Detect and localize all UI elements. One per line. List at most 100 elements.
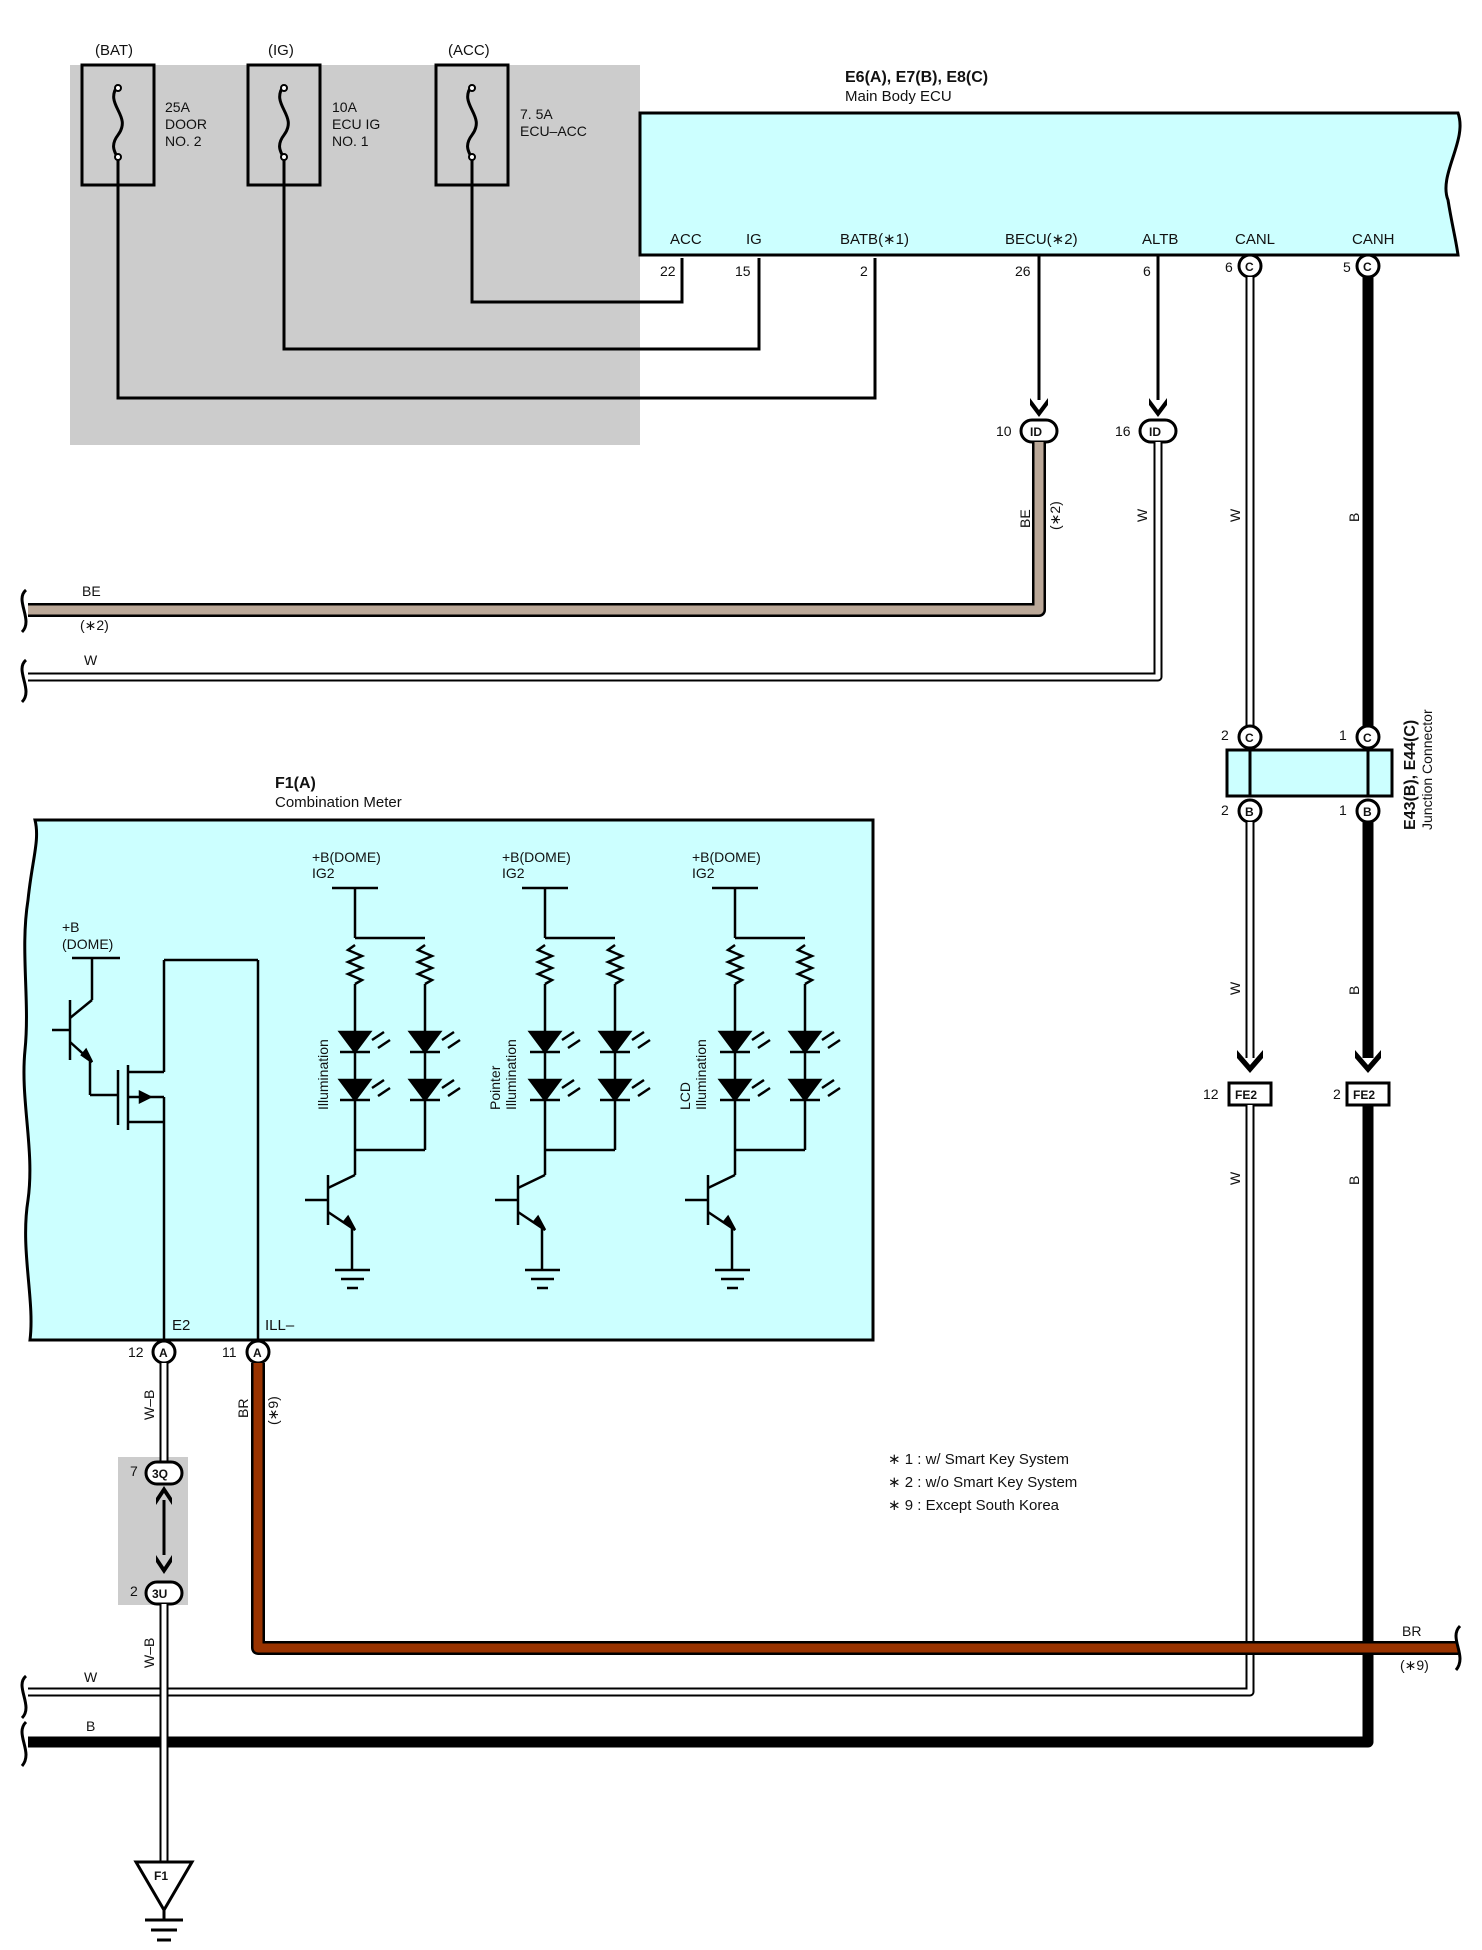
wire-color-label: W–B — [141, 1390, 157, 1420]
fuse-rating-line: DOOR — [165, 116, 207, 132]
meter-driver-circuit: +B (DOME) — [52, 919, 260, 1340]
connector-code: 3Q — [152, 1467, 168, 1481]
connector-code: C — [1245, 260, 1254, 274]
wire-color-label: B — [1346, 513, 1362, 522]
footnote: ∗ 9 : Except South Korea — [888, 1497, 1060, 1514]
terminal-pin: 5 — [1343, 259, 1351, 275]
wire-color-label: W — [1227, 1171, 1243, 1185]
circuit-supply-label: IG2 — [312, 865, 335, 881]
terminal-label: ILL– — [265, 1317, 295, 1334]
connector-pin: 7 — [130, 1463, 138, 1479]
circuit-label: Illumination — [503, 1039, 519, 1110]
meter-name: Combination Meter — [275, 794, 402, 811]
fuse-rating-line: NO. 2 — [165, 133, 202, 149]
circuit-supply-label: +B(DOME) — [692, 849, 761, 865]
connector-pin: 1 — [1339, 727, 1347, 743]
circuit-supply-label: IG2 — [692, 865, 715, 881]
terminal-pin: 12 — [128, 1344, 144, 1360]
wire-color-label: W–B — [141, 1638, 157, 1668]
wire-color-label: W — [1227, 508, 1243, 522]
footnote: ∗ 1 : w/ Smart Key System — [888, 1451, 1069, 1468]
terminal-pin: 15 — [735, 263, 751, 279]
wire-note-label: (∗2) — [1047, 501, 1063, 530]
connector-code: B — [1363, 805, 1372, 819]
ground-code: F1 — [154, 1869, 168, 1883]
illumination-circuit-2: +B(DOME) IG2 Pointer Illumination — [487, 849, 651, 1290]
terminal-pin: 6 — [1143, 263, 1151, 279]
terminal-label: BATB(∗1) — [840, 231, 909, 248]
terminal-pin: 11 — [222, 1344, 237, 1360]
id-connector-10: 10 ID — [996, 418, 1059, 444]
terminal-label: ALTB — [1142, 231, 1178, 248]
wire-color-label: BR — [235, 1399, 251, 1418]
fuse-source-label: (ACC) — [448, 42, 490, 59]
main-ecu-terminals: ACC IG BATB(∗1) BECU(∗2) ALTB CANL CANH … — [660, 231, 1395, 279]
wire-color-label: BE — [1017, 509, 1033, 528]
meter-supply-label: +B — [62, 919, 80, 935]
main-ecu-box — [638, 111, 1462, 257]
main-ecu-name: Main Body ECU — [845, 88, 952, 105]
circuit-supply-label: IG2 — [502, 865, 525, 881]
connector-pin: 2 — [1221, 727, 1229, 743]
wire-bat-to-batb — [116, 160, 877, 400]
wire-color-label: B — [1346, 1176, 1362, 1185]
wire-note-label: (∗2) — [80, 617, 109, 633]
connector-pin: 16 — [1115, 423, 1131, 439]
main-ecu-code: E6(A), E7(B), E8(C) — [845, 69, 988, 86]
ecu-can-connectors: C C — [1237, 253, 1381, 279]
junction-connector: 2 C 1 C 2 B 1 B E43(B), E44(C) Junction … — [1221, 709, 1435, 830]
fuse-rating-line: 10A — [332, 99, 358, 115]
connector-pin: 10 — [996, 423, 1012, 439]
circuit-label: LCD — [677, 1082, 693, 1110]
wire-b-bottom-run — [28, 1105, 1374, 1748]
illumination-circuit-1: +B(DOME) IG2 Illumination — [305, 849, 461, 1290]
terminal-label: CANL — [1235, 231, 1275, 248]
wire-w-from-altb — [28, 442, 1163, 682]
terminal-label: ACC — [670, 231, 702, 248]
terminal-pin: 6 — [1225, 259, 1233, 275]
connector-code: ID — [1030, 425, 1042, 439]
wire-be — [28, 442, 1046, 617]
circuit-supply-label: +B(DOME) — [312, 849, 381, 865]
wire-color-label: W — [84, 1669, 98, 1685]
terminal-pin: 22 — [660, 263, 676, 279]
fuse-block-area — [70, 65, 640, 445]
circuit-label: Illumination — [315, 1039, 331, 1110]
wire-note-label: (∗9) — [1400, 1657, 1429, 1673]
wire-color-label: BR — [1402, 1623, 1421, 1639]
meter-supply-label: (DOME) — [62, 936, 113, 952]
circuit-label: Pointer — [487, 1065, 503, 1110]
connector-pin: 2 — [130, 1583, 138, 1599]
fuse-bat: (BAT) 25A DOOR NO. 2 — [80, 42, 207, 187]
connector-code: C — [1245, 731, 1254, 745]
circuit-label: Illumination — [693, 1039, 709, 1110]
connector-code: ID — [1149, 425, 1161, 439]
meter-code: F1(A) — [275, 775, 316, 792]
fe2-connectors: 12 FE2 2 FE2 — [1203, 1081, 1391, 1107]
fuse-acc: (ACC) 7. 5A ECU–ACC — [434, 42, 587, 187]
wire-color-label: W — [84, 652, 98, 668]
connector-pin: 12 — [1203, 1086, 1219, 1102]
fuse-rating-line: NO. 1 — [332, 133, 369, 149]
connector-code: A — [159, 1346, 168, 1360]
wire-acc-to-acc — [470, 160, 684, 304]
connector-code: FE2 — [1235, 1088, 1257, 1102]
connector-pin: 1 — [1339, 802, 1347, 818]
connector-pin: 2 — [1221, 802, 1229, 818]
fuse-rating-line: 25A — [165, 99, 191, 115]
wire-ig-to-ig — [282, 160, 761, 351]
connector-code: FE2 — [1353, 1088, 1375, 1102]
footnote: ∗ 2 : w/o Smart Key System — [888, 1474, 1077, 1491]
footnotes: ∗ 1 : w/ Smart Key System ∗ 2 : w/o Smar… — [888, 1451, 1077, 1514]
wire-color-label: B — [1346, 986, 1362, 995]
fuse-source-label: (BAT) — [95, 42, 133, 59]
combination-meter-box — [22, 818, 875, 1342]
ground-point: F1 — [133, 1860, 195, 1942]
inline-connectors: 7 3Q 2 3U — [130, 1460, 184, 1606]
fuse-rating-line: ECU IG — [332, 116, 380, 132]
terminal-label: IG — [746, 231, 762, 248]
wire-color-label: BE — [82, 583, 101, 599]
fuse-rating-line: 7. 5A — [520, 106, 553, 122]
fuse-ig: (IG) 10A ECU IG NO. 1 — [246, 42, 380, 187]
terminal-pin: 26 — [1015, 263, 1031, 279]
